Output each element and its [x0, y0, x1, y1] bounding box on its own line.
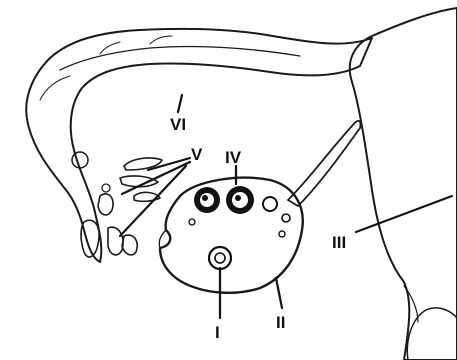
- label-VI: VI: [170, 115, 186, 134]
- uterus: [350, 8, 457, 360]
- label-II: II: [276, 313, 285, 332]
- label-III: III: [332, 233, 346, 252]
- label-IV: IV: [225, 148, 242, 167]
- corpus: [209, 247, 231, 269]
- label-V: V: [191, 145, 203, 164]
- follicles: [189, 186, 290, 237]
- ovarian-ligament: [288, 121, 361, 206]
- label-I: I: [215, 323, 220, 342]
